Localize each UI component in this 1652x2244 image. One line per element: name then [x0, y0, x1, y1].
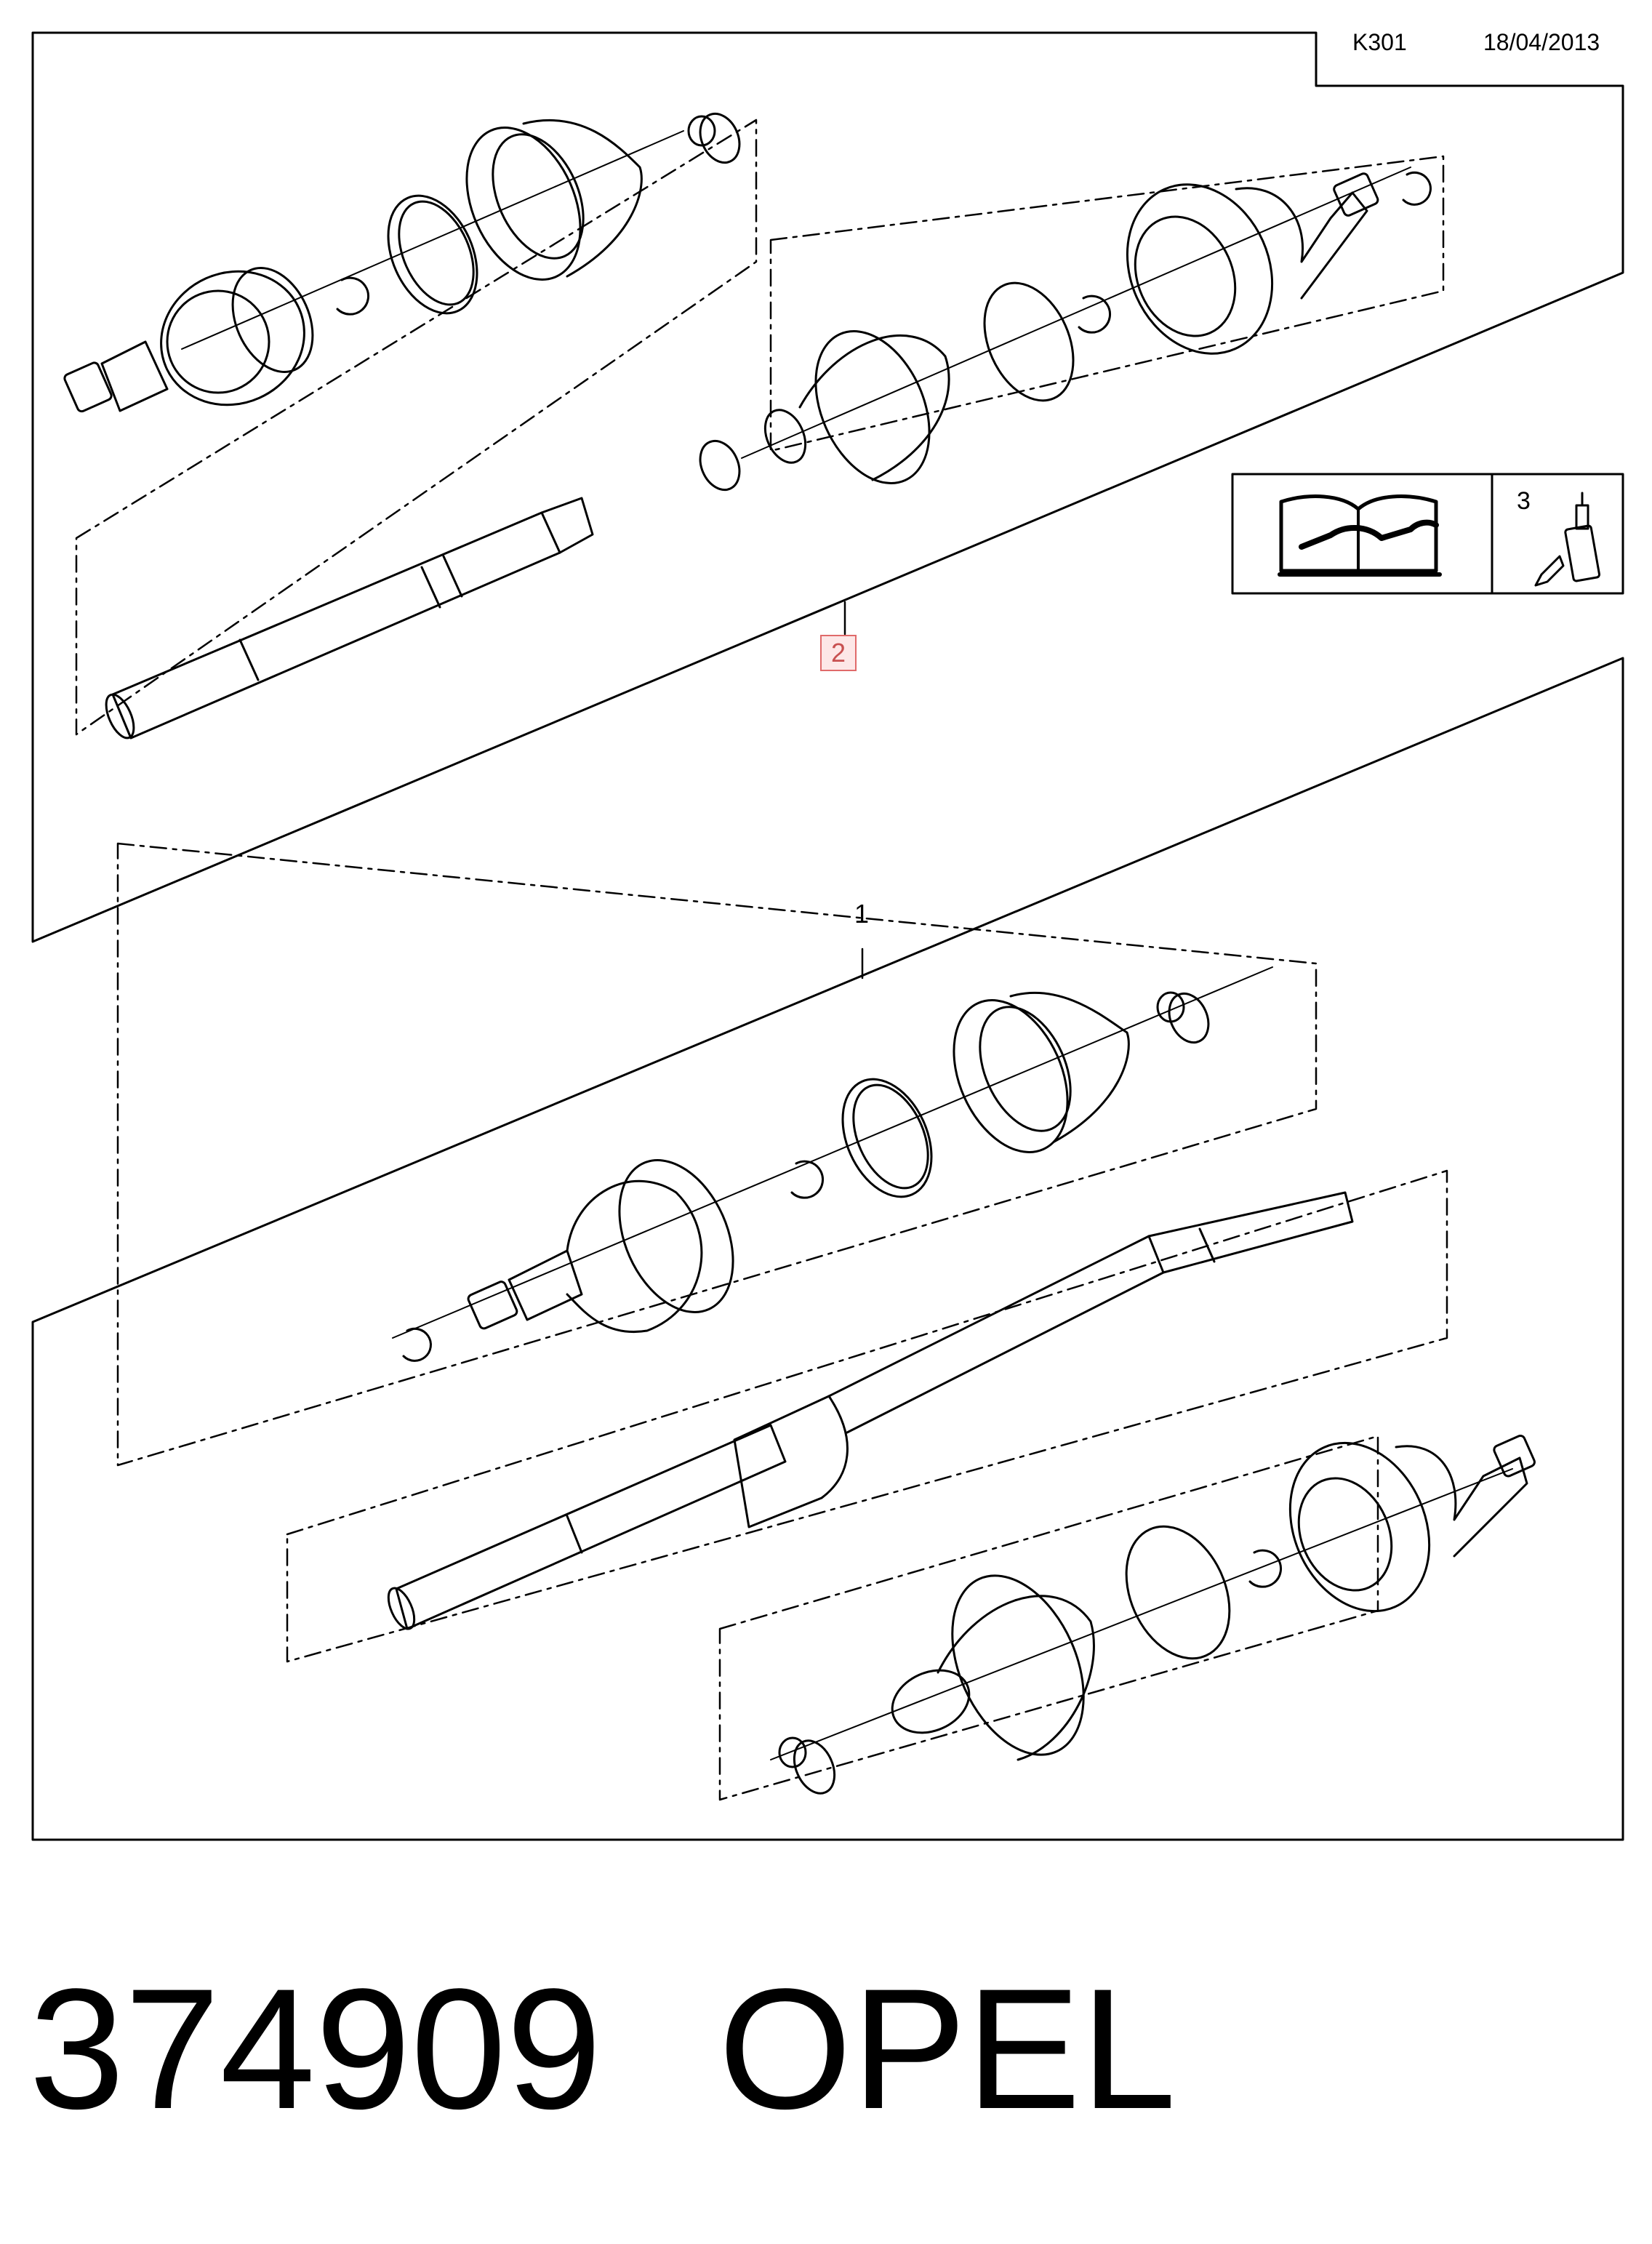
lower-shaft-box — [286, 1169, 1448, 1663]
upper-kit-box-a — [75, 119, 758, 736]
lower-joint-snap-ring — [1248, 1549, 1282, 1588]
small-clamp-part — [687, 112, 741, 164]
lower-boot-part — [953, 991, 1130, 1153]
lower-joint-clamp-band — [1125, 1525, 1231, 1660]
callout-3[interactable]: 3 — [1517, 487, 1531, 515]
upper-boot-part — [465, 119, 643, 281]
lower-end-snap-ring — [402, 1327, 432, 1362]
upper-frame — [31, 31, 1624, 943]
upper-right-small-clamp — [699, 439, 741, 492]
callout-1[interactable]: 1 — [854, 899, 870, 929]
lower-joint-axis-line — [770, 1468, 1513, 1760]
symbol-box — [1231, 473, 1624, 595]
drawing-date: 18/04/2013 — [1483, 29, 1600, 55]
lower-small-clamp-part — [1156, 991, 1210, 1044]
upper-right-clamp-band — [983, 281, 1075, 402]
upper-right-boot-part — [763, 330, 950, 484]
lower-axis-line — [392, 966, 1273, 1339]
lower-frame — [31, 657, 1624, 1841]
lower-kit-box-outer — [116, 842, 1318, 1467]
lower-shaft-part — [387, 1191, 1354, 1630]
lower-clamp-band-part — [841, 1078, 933, 1198]
lower-snap-ring — [790, 1160, 824, 1199]
repair-manual-wrench-icon — [1278, 494, 1442, 577]
part-number: 374909 — [29, 1953, 602, 2145]
callout-2[interactable]: 2 — [820, 635, 857, 671]
grease-tube-icon — [1534, 492, 1601, 587]
lower-joint-clamp — [778, 1736, 836, 1795]
lower-joint-boot — [891, 1574, 1095, 1761]
upper-kit-box-b — [769, 155, 1445, 452]
upper-right-end-snap-ring — [1402, 171, 1432, 206]
upper-axis-line — [181, 130, 684, 350]
drawing-code: K301 — [1352, 29, 1407, 55]
clamp-band-part — [387, 194, 478, 315]
brand-name: OPEL — [718, 1953, 1176, 2145]
lower-joint-cv — [1288, 1434, 1536, 1613]
snap-ring-part — [336, 276, 369, 316]
upper-shaft-part — [105, 497, 594, 740]
upper-cv-joint-part — [63, 267, 314, 413]
lower-cv-joint-part — [467, 1159, 734, 1333]
upper-right-snap-ring — [1078, 294, 1111, 334]
upper-right-cv-joint — [1126, 172, 1379, 355]
upper-right-axis-line — [741, 167, 1411, 459]
